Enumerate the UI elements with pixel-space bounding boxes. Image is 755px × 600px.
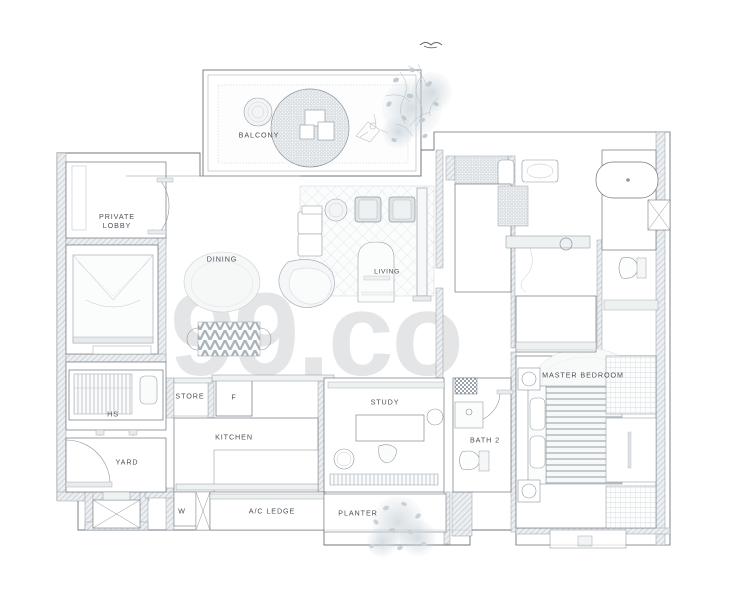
room-balcony <box>202 69 422 177</box>
room-left-bedroom <box>65 244 159 355</box>
appliance-fridge <box>215 377 253 417</box>
tree-foliage-bottom-detail <box>369 501 427 551</box>
room-master-bath <box>595 149 671 311</box>
room-master-bedroom <box>515 347 657 549</box>
room-hs <box>65 361 167 436</box>
bird-icon <box>419 42 443 49</box>
room-yard <box>65 437 167 529</box>
room-kitchen <box>173 374 335 493</box>
room-bath-common <box>454 155 591 293</box>
room-store <box>173 379 209 417</box>
furniture-dining <box>183 251 272 357</box>
dimension-lines <box>56 131 670 546</box>
room-private-lobby <box>65 161 200 239</box>
furniture-living-sofa <box>278 196 416 308</box>
room-bath-2 <box>452 377 514 493</box>
appliance-washer <box>173 491 211 531</box>
tree-foliage-top <box>382 72 452 148</box>
feature-wall <box>412 187 432 302</box>
dressing-corridor <box>515 295 597 353</box>
tree-foliage-top-detail <box>385 63 439 143</box>
room-ac-ledge <box>209 491 325 531</box>
room-study <box>323 377 445 493</box>
